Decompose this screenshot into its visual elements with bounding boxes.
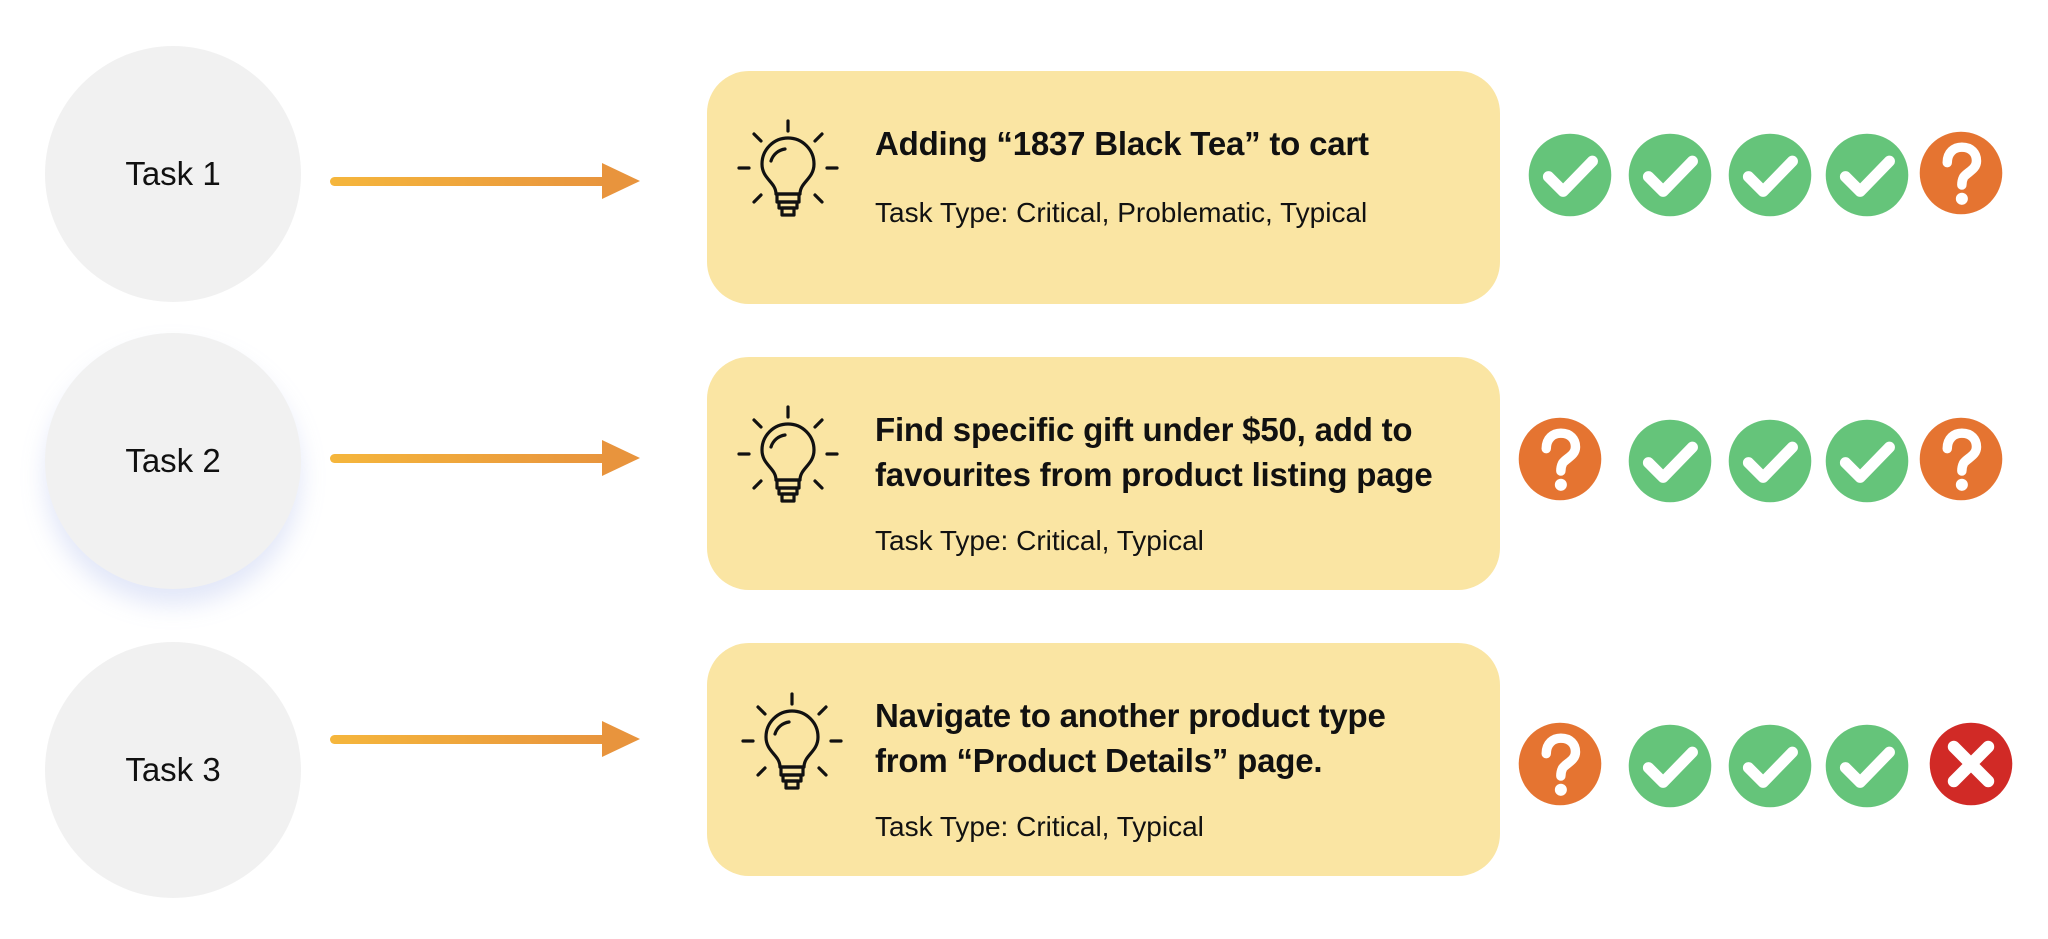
- check-circle-icon: [1825, 724, 1909, 808]
- task-1-title-line-1: Adding “1837 Black Tea” to cart: [875, 125, 1369, 162]
- task-1-arrow: [330, 163, 640, 199]
- task-3-card: Navigate to another product type from “P…: [707, 643, 1500, 876]
- question-circle-icon: [1518, 417, 1602, 501]
- lightbulb-icon: [741, 692, 843, 790]
- task-1-type: Task Type: Critical, Problematic, Typica…: [875, 197, 1368, 228]
- task-2-circle: Task 2: [45, 333, 301, 589]
- lightbulb-icon: [737, 119, 839, 217]
- check-circle-icon: [1628, 419, 1712, 503]
- task-1-title: Adding “1837 Black Tea” to cart: [875, 121, 1475, 166]
- lightbulb-icon: [737, 405, 839, 503]
- task-3-circle: Task 3: [45, 642, 301, 898]
- task-2-title-line-1: Find specific gift under $50, add to: [875, 411, 1413, 448]
- task-2-label: Task 2: [125, 442, 221, 479]
- check-circle-icon: [1728, 133, 1812, 217]
- x-circle-icon: [1929, 722, 2013, 806]
- check-circle-icon: [1825, 419, 1909, 503]
- check-circle-icon: [1628, 133, 1712, 217]
- task-2-title-line-2: favourites from product listing page: [875, 456, 1433, 493]
- question-circle-icon: [1919, 131, 2003, 215]
- task-1-label: Task 1: [125, 155, 221, 192]
- task-1-card: Adding “1837 Black Tea” to cart Task Typ…: [707, 71, 1500, 304]
- check-circle-icon: [1528, 133, 1612, 217]
- task-3-title: Navigate to another product type from “P…: [875, 693, 1475, 783]
- task-1-circle: Task 1: [45, 46, 301, 302]
- task-2-type: Task Type: Critical, Typical: [875, 525, 1204, 556]
- task-3-title-line-1: Navigate to another product type: [875, 697, 1386, 734]
- check-circle-icon: [1825, 133, 1909, 217]
- task-2-arrow: [330, 440, 640, 476]
- task-3-label: Task 3: [125, 751, 221, 788]
- check-circle-icon: [1728, 724, 1812, 808]
- task-3-title-line-2: from “Product Details” page.: [875, 742, 1323, 779]
- task-3-type: Task Type: Critical, Typical: [875, 811, 1204, 842]
- question-circle-icon: [1518, 722, 1602, 806]
- task-2-card: Find specific gift under $50, add to fav…: [707, 357, 1500, 590]
- question-circle-icon: [1919, 417, 2003, 501]
- task-3-arrow: [330, 721, 640, 757]
- task-2-title: Find specific gift under $50, add to fav…: [875, 407, 1475, 497]
- check-circle-icon: [1728, 419, 1812, 503]
- check-circle-icon: [1628, 724, 1712, 808]
